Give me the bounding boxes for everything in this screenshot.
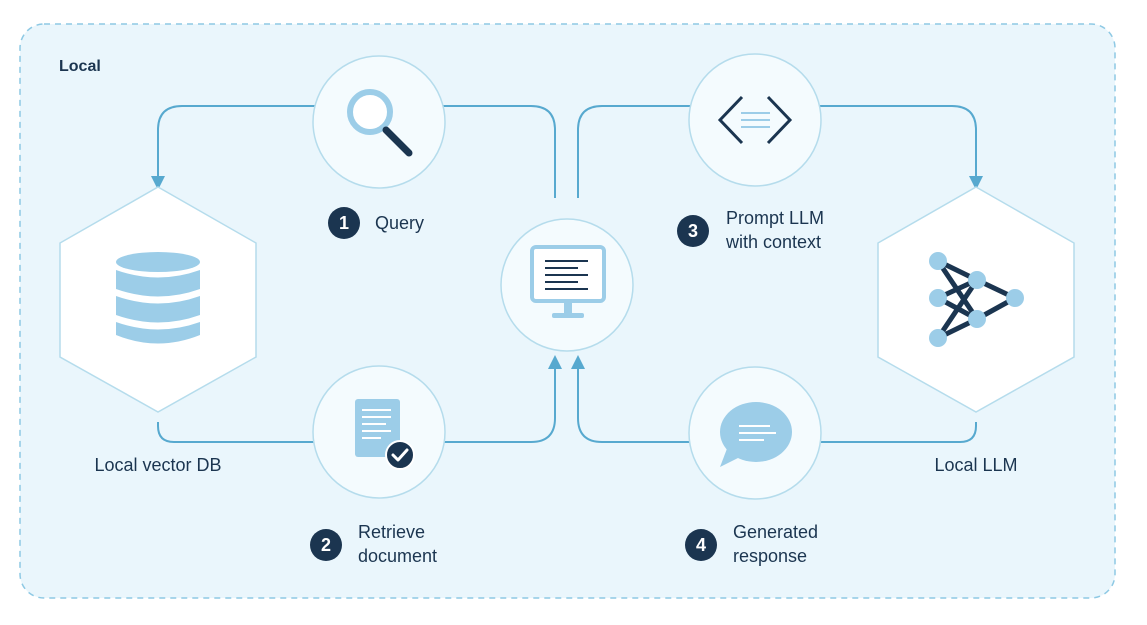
step-2-label-line2: document	[358, 546, 437, 566]
step-4-badge	[685, 529, 717, 561]
step-4-label-line2: response	[733, 546, 807, 566]
code-icon	[717, 95, 793, 145]
step-3-number: 3	[688, 221, 698, 241]
prompt-step: 3 Prompt LLM with context	[677, 53, 824, 252]
step-2-badge	[310, 529, 342, 561]
vector-db-label: Local vector DB	[94, 455, 221, 475]
step-1-label: Query	[375, 213, 424, 233]
step-4-label-line1: Generated	[733, 522, 818, 542]
llm-node	[877, 186, 1075, 413]
monitor-icon	[530, 245, 606, 318]
search-icon	[347, 89, 413, 157]
step-3-badge	[677, 215, 709, 247]
step-1-number: 1	[339, 213, 349, 233]
step-2-number: 2	[321, 535, 331, 555]
database-icon	[116, 252, 200, 344]
vector-db-node	[59, 186, 257, 413]
query-step: 1 Query	[312, 55, 446, 239]
step-3-label-line2: with context	[725, 232, 821, 252]
retrieve-step: 2 Retrieve document	[310, 365, 446, 566]
neural-network-icon	[929, 252, 1024, 347]
document-check-icon	[355, 399, 415, 470]
llm-label: Local LLM	[934, 455, 1017, 475]
step-4-number: 4	[696, 535, 706, 555]
region-label: Local	[59, 58, 101, 75]
step-3-label-line1: Prompt LLM	[726, 208, 824, 228]
step-2-label-line1: Retrieve	[358, 522, 425, 542]
app-node	[500, 218, 634, 352]
chat-bubble-icon	[720, 402, 792, 467]
response-step: 4 Generated response	[685, 366, 822, 566]
step-1-badge	[328, 207, 360, 239]
